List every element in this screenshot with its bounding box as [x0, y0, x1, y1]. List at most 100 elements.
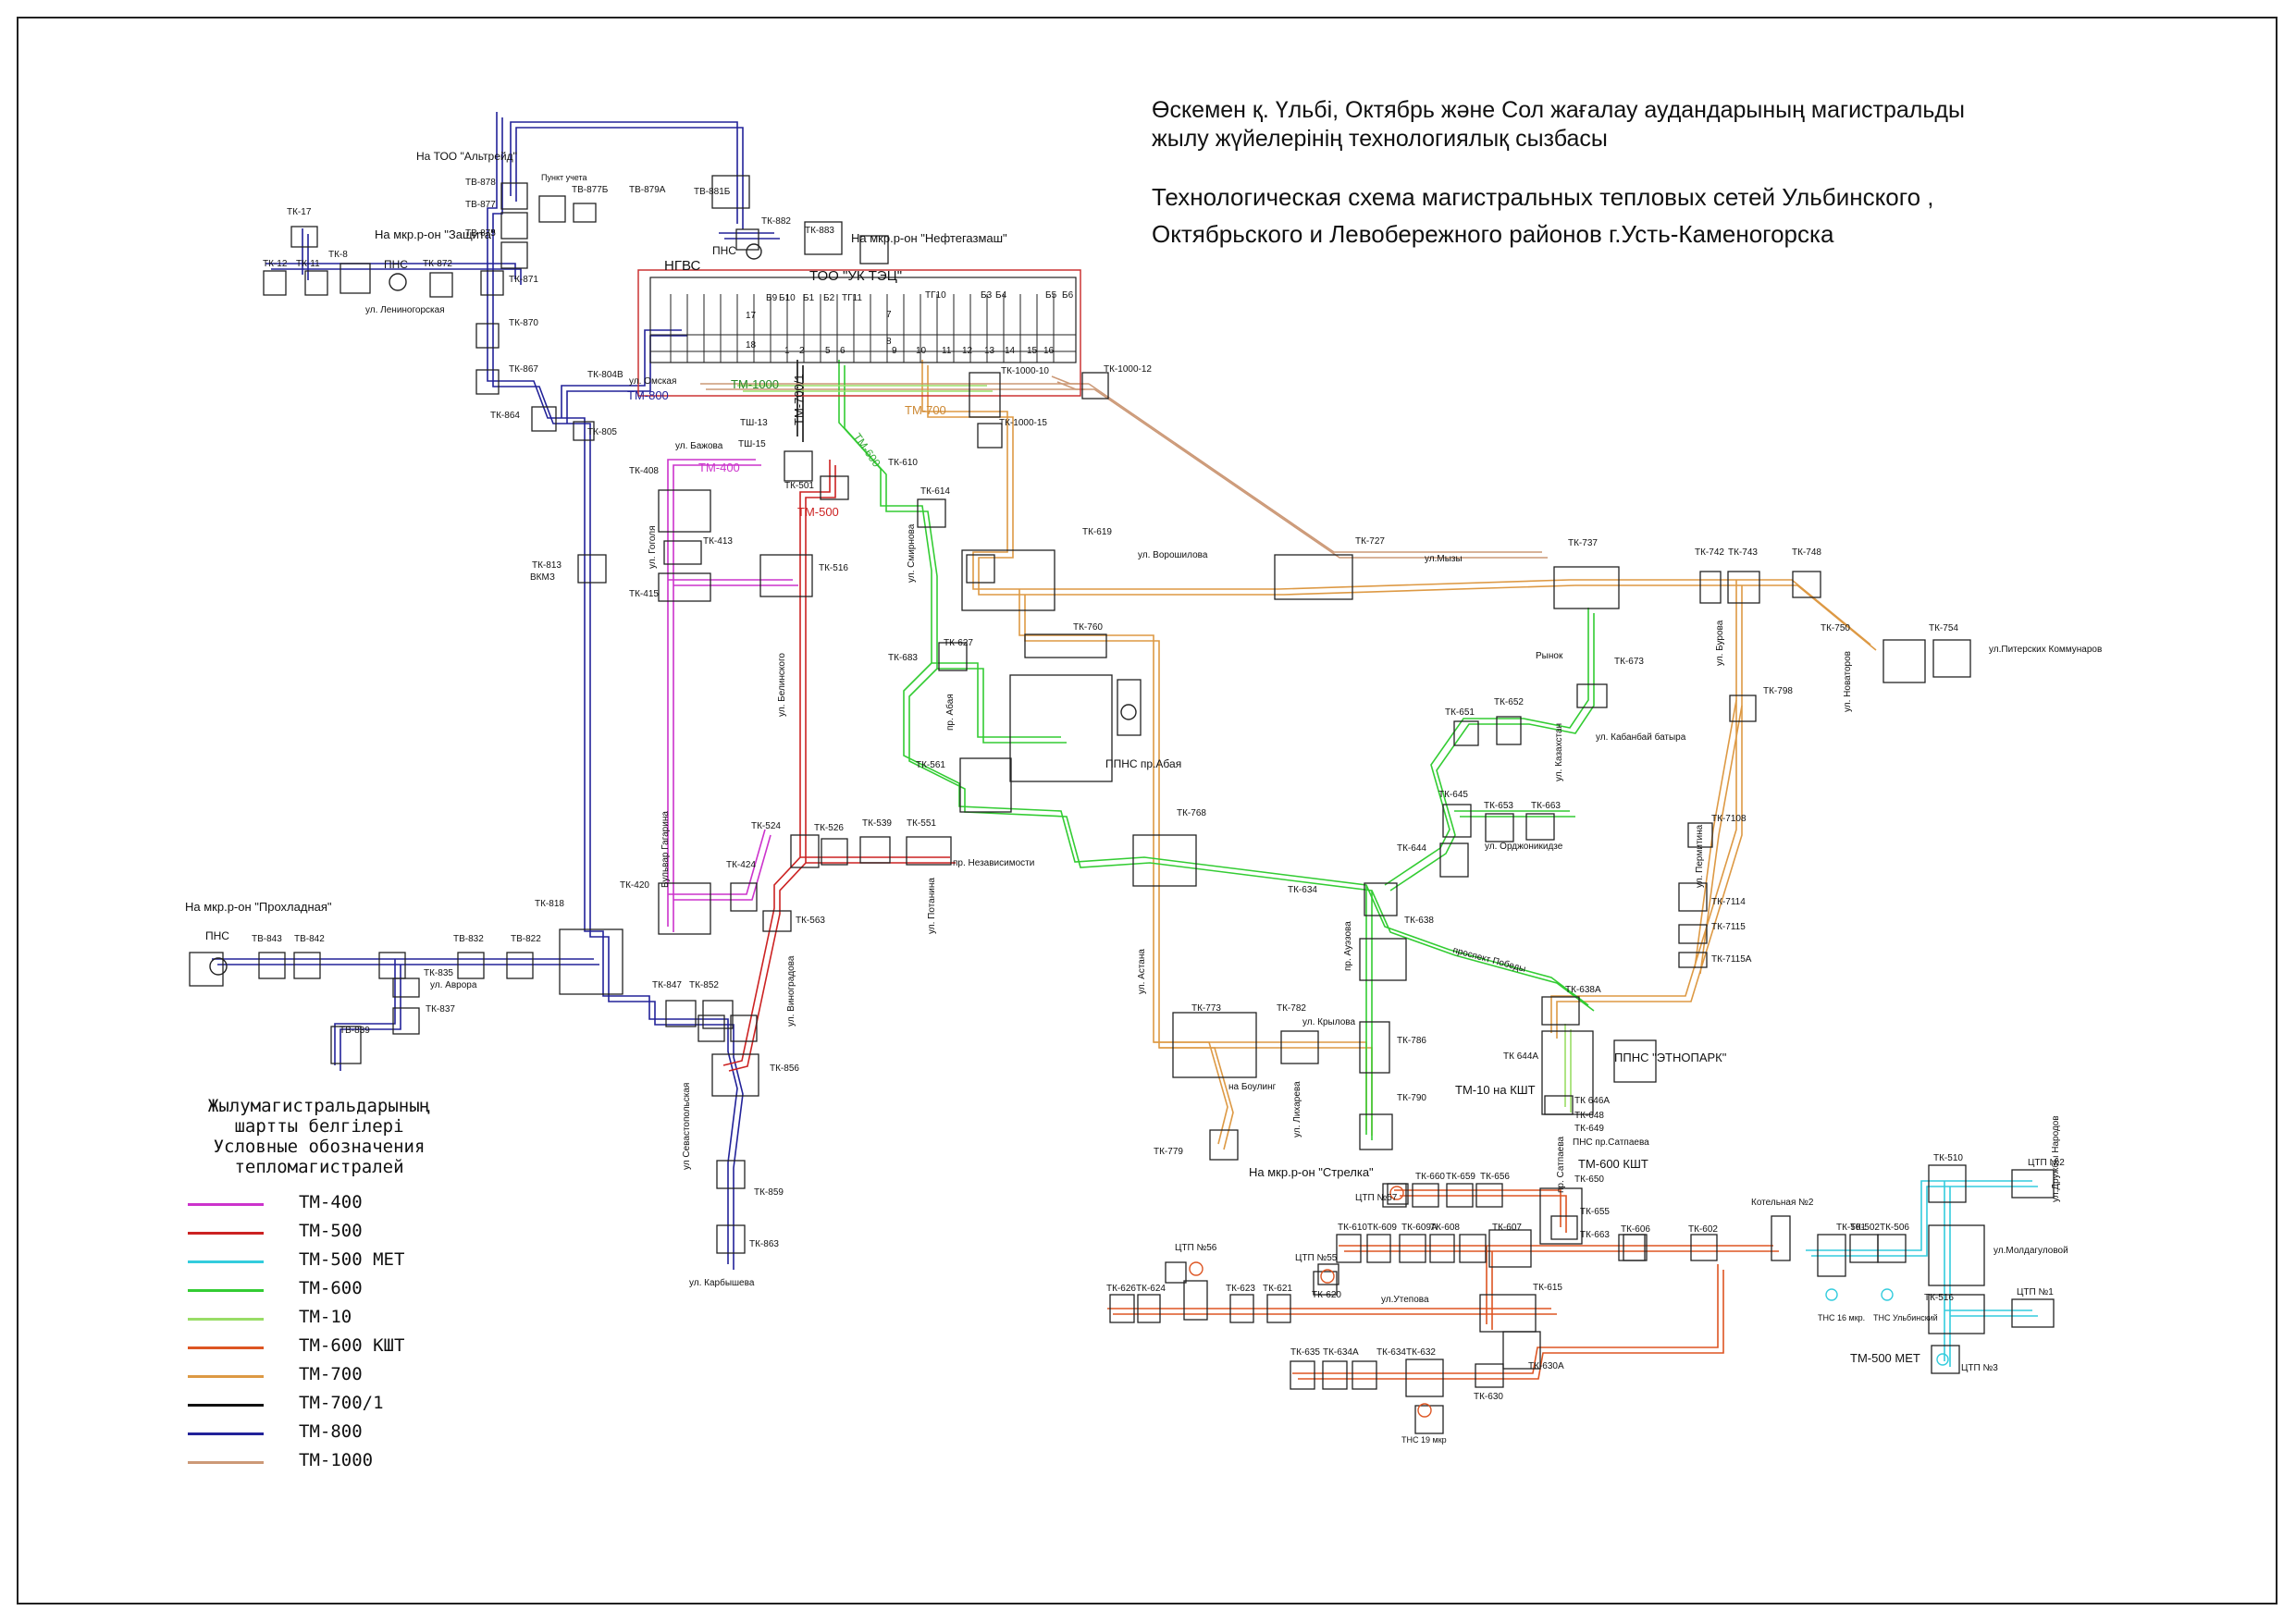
node-label: ТК-663 [1580, 1230, 1610, 1240]
node-label: ТК-506 [1880, 1223, 1909, 1233]
tm500-tag: ТМ-500 [797, 505, 839, 519]
legend-row: ТМ-700/1 [180, 1391, 513, 1420]
street-label: ул. Орджоникидзе [1485, 842, 1563, 852]
pump-symbol [1881, 1288, 1894, 1301]
chamber-box [658, 882, 711, 935]
pump-symbol [1320, 1269, 1335, 1284]
chamber-box [2011, 1298, 2055, 1328]
street-label: ул. Потанина [927, 878, 937, 934]
chamber-box [457, 952, 485, 979]
node-label: ТК-17 [287, 207, 312, 217]
street-label: ул. Карбышева [689, 1277, 755, 1288]
chamber-box [1727, 571, 1760, 604]
node-label: ТК-413 [703, 536, 733, 547]
node-label: ТК-615 [1533, 1283, 1562, 1293]
chamber-box [1502, 1331, 1541, 1370]
node-label: ТК-786 [1397, 1036, 1426, 1046]
chamber-box [1414, 1405, 1444, 1434]
chamber-box [475, 369, 500, 395]
legend-label: ТМ-600 КШТ [299, 1335, 405, 1356]
chamber-box [1412, 1183, 1439, 1208]
node-label: ТК-864 [490, 411, 520, 421]
node-label: ТК-813 [532, 560, 562, 571]
node-label: ТК-773 [1191, 1003, 1221, 1014]
node-label: ТК-610 [1338, 1223, 1367, 1233]
node-label: ТК-649 [1574, 1124, 1604, 1134]
node-label: ТК-737 [1568, 538, 1598, 548]
chamber-box [2011, 1169, 2055, 1199]
legend-swatch [188, 1232, 264, 1235]
legend-swatch [188, 1289, 264, 1292]
chamber-box [1172, 1012, 1257, 1078]
pump-symbol [209, 957, 228, 976]
chamber-box [1849, 1234, 1879, 1263]
chamber-box [1183, 1280, 1208, 1321]
legend-label: ТМ-600 [299, 1278, 363, 1298]
node-label: ТК-805 [587, 427, 617, 437]
street-label: ул.Питерских Коммунаров [1989, 645, 2102, 655]
street-label: пр. Ауэзова [1343, 921, 1353, 971]
node-label: ТК-563 [796, 916, 825, 926]
node-label: ТК-882 [761, 216, 791, 227]
pump-symbol [1389, 1186, 1404, 1200]
node-label: ТК-867 [509, 364, 538, 375]
node-label: ТК-754 [1929, 623, 1958, 633]
chamber-box [1678, 924, 1708, 944]
legend-row: ТМ-500 МЕТ [180, 1248, 513, 1276]
chamber-box [1266, 1294, 1291, 1323]
node-label: ТВ-822 [511, 934, 541, 944]
chamber-box [1623, 1234, 1648, 1261]
legend-swatch [188, 1318, 264, 1321]
node-label: ТК-650 [1574, 1174, 1604, 1185]
tm600-line [908, 668, 1595, 1012]
tm400-line [673, 834, 772, 901]
tm500-line [728, 465, 836, 1072]
pns-sattaeva-label: ПНС пр.Сатпаева [1573, 1137, 1649, 1148]
chamber-box [716, 1160, 746, 1189]
legend-label: ТМ-10 [299, 1307, 352, 1327]
street-label: на Боулинг [1228, 1082, 1277, 1092]
tm1000-tag: ТМ-1000 [731, 377, 779, 391]
tm600-line [903, 662, 1589, 1006]
node-label: ТВ-875 [465, 228, 496, 239]
chamber-box [762, 910, 792, 932]
node-label: ТК-748 [1792, 547, 1821, 558]
pump-symbol [1936, 1353, 1949, 1366]
chamber-box [1359, 1113, 1393, 1150]
title-block: Өскемен қ. Үльбі, Октябрь және Сол жағал… [1152, 96, 2243, 252]
station-number: 14 [1005, 346, 1016, 356]
chamber-box [1496, 716, 1522, 745]
legend-label: ТМ-800 [299, 1421, 363, 1442]
pump-symbol [746, 243, 762, 260]
node-label: ТК-602 [1688, 1224, 1718, 1235]
station-number: 9 [892, 346, 897, 356]
chamber-box [475, 323, 500, 349]
node-label: ТВ-832 [453, 934, 484, 944]
street-label: ул. Омская [629, 376, 676, 387]
station-number: 1 [784, 346, 790, 356]
tm400-tag: ТМ-400 [698, 461, 740, 474]
street-label: ул. Лихарева [1292, 1081, 1302, 1137]
chamber-box [531, 406, 557, 432]
node-label: ТК-516 [819, 563, 848, 573]
node-label: ТК-501 [784, 481, 814, 491]
street-label: ул. Астана [1137, 949, 1147, 994]
chamber-box [304, 270, 328, 296]
chamber-box [1485, 813, 1514, 842]
street-label: ул.Утепова [1381, 1295, 1429, 1305]
chamber-box [1479, 1294, 1537, 1333]
tm600-ksht-line [1394, 1189, 1562, 1227]
prokhladnaya-label: На мкр.р-он "Прохладная" [185, 900, 332, 914]
legend-label: ТМ-400 [299, 1192, 363, 1212]
node-label: ТК-727 [1355, 536, 1385, 547]
legend-swatch [188, 1346, 264, 1349]
chamber-box [804, 221, 843, 255]
station-collector [649, 277, 1077, 363]
tm600-line [844, 365, 1067, 744]
node-label: ТК-856 [770, 1064, 799, 1074]
tm600-tag: ТМ-600 [851, 431, 883, 470]
legend-swatch [188, 1432, 264, 1435]
chamber-box [1446, 1183, 1474, 1208]
chamber-box [938, 642, 968, 671]
chamber-box [790, 834, 820, 868]
